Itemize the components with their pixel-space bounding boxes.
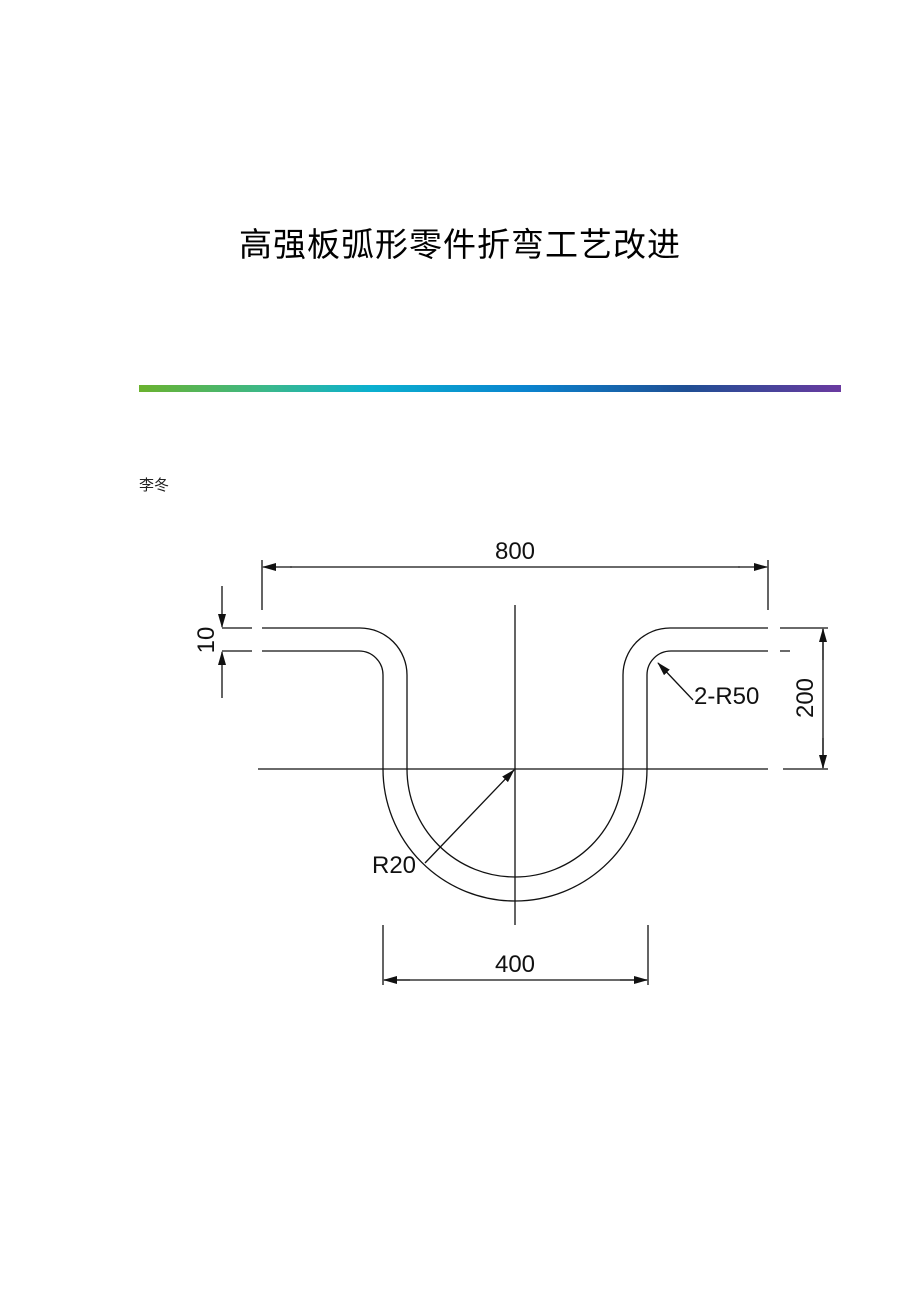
dim-400-label: 400 — [495, 951, 535, 978]
r50-leader — [657, 662, 694, 701]
document-title: 高强板弧形零件折弯工艺改进 — [239, 225, 681, 264]
dim-200-label: 200 — [792, 678, 819, 718]
dim-10-label: 10 — [193, 627, 220, 654]
r20-label: R20 — [372, 852, 416, 879]
gradient-divider — [139, 385, 841, 392]
r50-label: 2-R50 — [694, 683, 759, 710]
dim-800-label: 800 — [495, 538, 535, 565]
r20-leader — [424, 769, 515, 864]
author-name: 李冬 — [139, 476, 170, 494]
